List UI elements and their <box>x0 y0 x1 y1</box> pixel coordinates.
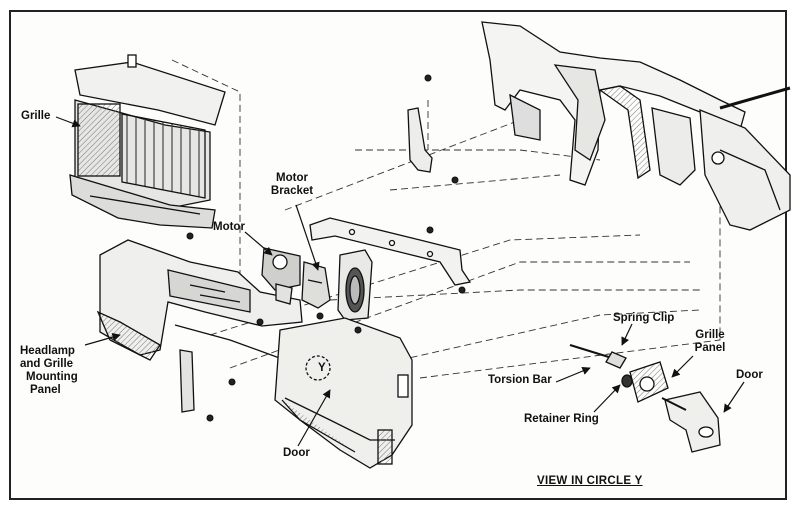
mounting-panel-label-line4: Panel <box>30 384 61 396</box>
motor-bracket-part <box>301 261 331 309</box>
mounting-panel-label: Headlamp and Grille Mounting Panel <box>20 345 78 397</box>
detail-door-label: Door <box>736 369 763 381</box>
motor-label: Motor <box>213 221 245 233</box>
motor-bracket-label-line2: Bracket <box>270 185 314 197</box>
grille-assembly <box>69 54 226 229</box>
retainer-ring-label: Retainer Ring <box>524 413 599 425</box>
motor-part <box>261 247 301 305</box>
fender-extension <box>274 317 413 469</box>
detail-view-caption: VIEW IN CIRCLE Y <box>537 475 643 487</box>
spring-clip-label: Spring Clip <box>613 312 675 324</box>
mounting-panel-label-line3: Mounting <box>26 371 78 383</box>
detail-view-y <box>569 343 721 453</box>
radiator-support <box>481 21 791 231</box>
fasteners <box>186 74 466 422</box>
grille-panel-label-line1: Grille <box>695 329 725 341</box>
motor-bracket-label: Motor Bracket <box>268 172 316 198</box>
leader-arrows <box>55 116 745 447</box>
headlamp-housing <box>337 249 373 321</box>
mounting-panel <box>96 239 303 413</box>
grille-label: Grille <box>21 110 51 122</box>
motor-bracket-label-line1: Motor <box>276 172 308 184</box>
mounting-panel-label-line1: Headlamp <box>20 345 75 357</box>
support-bar <box>309 217 472 286</box>
hood-rod <box>719 86 791 110</box>
assembly-guide-lines <box>171 59 721 379</box>
circle-y-marker: Y <box>318 362 326 374</box>
upper-bracket <box>407 107 433 173</box>
mounting-panel-label-line2: and Grille <box>20 358 74 370</box>
door-label: Door <box>283 447 310 459</box>
grille-panel-label: Grille Panel <box>688 329 732 355</box>
grille-panel-label-line2: Panel <box>694 342 726 354</box>
torsion-bar-label: Torsion Bar <box>488 374 552 386</box>
